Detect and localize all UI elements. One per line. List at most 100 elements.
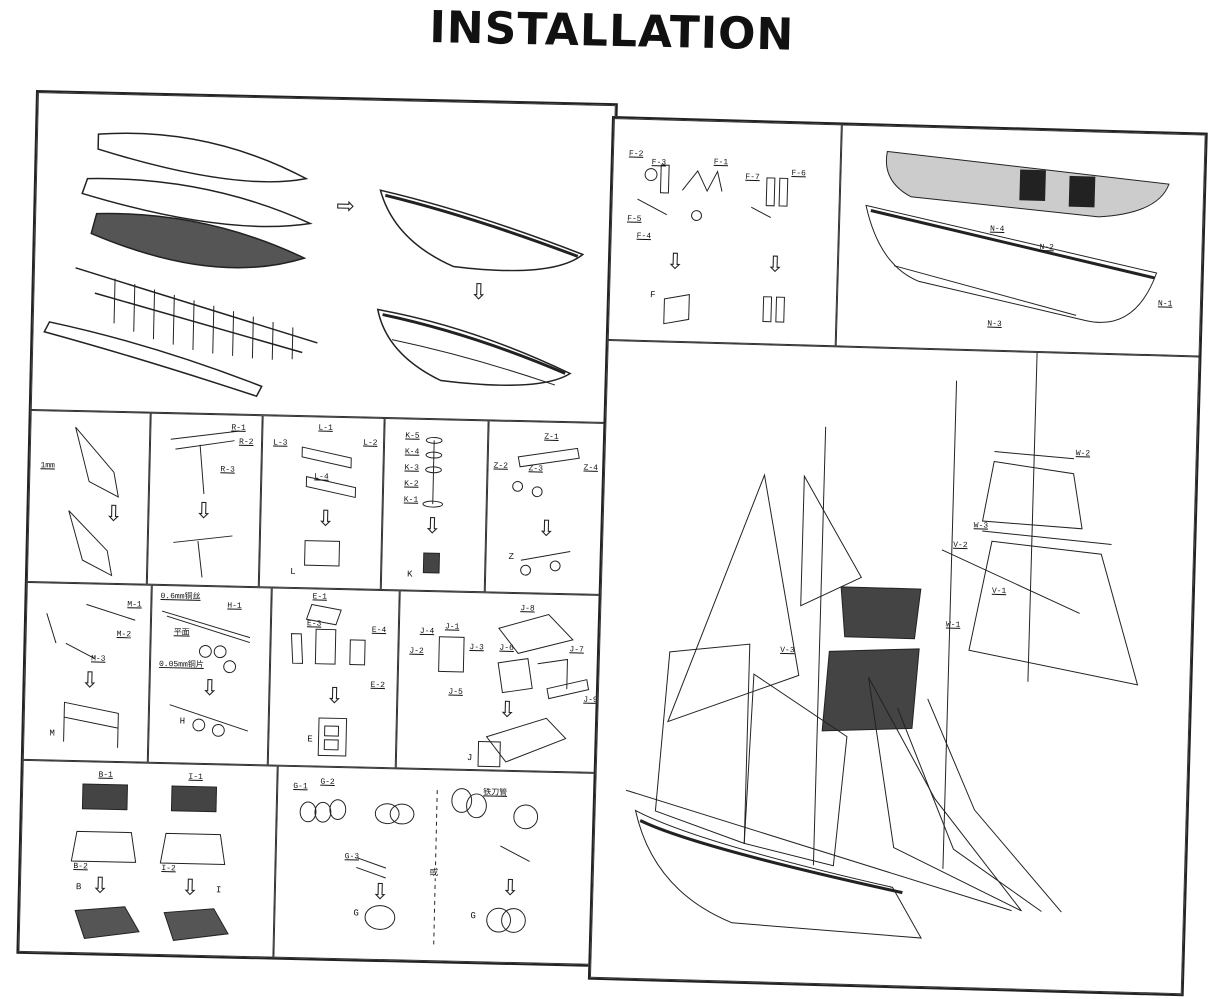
step-cell-H: 0.6mm铜丝 H-1 平面 0.05mm铜片 ⇩ H [147,584,272,766]
part-label: M-1 [127,600,142,610]
or-label: 或 [429,865,439,879]
step-cell-fittings: F-2 F-3 F-1 F-5 F-4 F-6 F-7 ⇩ ⇩ F [607,118,842,347]
part-label: Z-1 [544,432,559,442]
hull-assembly-panel: ⇨ ⇩ 1mm ⇩ R-1 R-2 R-3 ⇩ L-1 L-2 L-3 L-4 … [16,90,618,967]
part-label: K-4 [404,447,420,457]
arrow-down-icon: ⇩ [200,674,220,701]
result-label: H [179,716,186,727]
result-label: Z [508,551,515,562]
arrow-down-icon: ⇩ [316,505,336,531]
part-label: G-2 [320,777,335,787]
result-label: L [290,566,296,578]
result-label: M [49,728,55,739]
arrow-down-icon: ⇩ [194,497,214,524]
arrow-down-icon: ⇩ [325,682,345,709]
part-label: M-2 [116,629,132,640]
part-label: Z-3 [528,464,544,474]
step-cell-M: M-1 M-2 M-3 ⇩ M [22,581,152,763]
part-label: J-7 [569,645,584,655]
hull-assembly-step: ⇨ ⇩ [30,92,616,424]
part-label: N-1 [1157,299,1173,309]
part-label: V-2 [953,540,968,551]
part-label: J-3 [469,642,484,653]
part-label: N-2 [1039,242,1055,253]
part-label: N-3 [987,319,1002,329]
part-label: V-3 [780,645,795,656]
part-label: F-7 [745,172,760,183]
part-label: L-2 [362,438,378,448]
step-cell-E: E-1 E-2 E-3 E-4 ⇩ E [267,587,400,769]
result-label: G [470,911,476,922]
result-label: J [466,752,473,764]
part-label: L-4 [314,472,329,482]
arrow-down-icon: ⇩ [104,500,124,527]
part-label: F-3 [651,158,667,168]
part-label: J-4 [419,626,435,637]
part-label: 1mm [40,461,55,471]
part-label: W-1 [945,620,961,630]
part-label: V-1 [991,586,1007,597]
part-label: F-1 [713,157,729,168]
result-label: E [307,734,313,745]
part-label: 0.05mm铜片 [158,659,204,670]
part-label: J-1 [444,622,460,632]
result-label: F [649,290,656,301]
part-label: F-2 [628,149,644,159]
step-cell-rigging: W-2 W-3 W-1 V-1 V-2 V-3 [589,339,1200,995]
arrow-down-icon: ⇩ [422,512,442,539]
part-label: L-3 [272,438,288,448]
part-label: K-3 [404,463,420,473]
part-label: I-2 [161,864,176,874]
arrow-down-icon: ⇩ [665,248,685,275]
arrow-down-icon: ⇩ [765,251,785,277]
part-label: Z-2 [493,461,509,471]
step-cell-J: J-1 J-2 J-3 J-4 J-5 J-6 J-7 J-8 J-9 ⇩ J [395,590,605,773]
part-label: M-3 [91,654,106,664]
arrow-down-icon: ⇩ [180,874,200,900]
part-label: N-4 [989,224,1005,234]
arrow-right-icon: ⇨ [336,192,356,219]
ship-rigging-diagram [625,353,1139,939]
arrow-down-icon: ⇩ [80,667,100,693]
step-cell-stem: 1mm ⇩ [26,409,151,585]
part-label: L-1 [318,423,333,433]
hull-exploded-diagram [43,132,585,398]
step-cell-gratings: B-1 B-2 I-1 I-2 ⇩ ⇩ B I [18,759,278,958]
part-label: J-6 [499,643,514,653]
part-label: F-5 [627,214,642,224]
part-label: I-1 [188,772,203,782]
part-label: J-2 [409,646,424,656]
step-cell-Z: Z-1 Z-2 Z-3 Z-4 ⇩ Z [484,420,609,596]
part-label: K-5 [405,431,420,441]
part-label: W-2 [1075,449,1091,459]
part-label: E-3 [306,619,322,629]
step-cell-K: K-5 K-4 K-3 K-2 K-1 ⇩ K [380,417,489,593]
part-label: J-8 [520,604,535,614]
part-label: H-1 [227,601,242,611]
part-label: E-2 [370,680,386,691]
part-label: R-2 [238,437,254,448]
part-label: K-1 [403,495,419,505]
part-label: E-4 [371,625,387,636]
part-label: Z-4 [583,463,599,473]
part-label: R-1 [231,423,246,433]
arrow-down-icon: ⇩ [90,872,110,898]
result-label: G [353,908,359,919]
part-label: 0.6mm铜丝 [160,591,201,602]
part-label: G-1 [293,782,308,792]
part-label: G-3 [344,852,360,862]
part-label: F-4 [636,231,652,242]
part-label: B-2 [73,862,88,872]
result-label: B [75,882,82,893]
part-label: W-3 [973,521,989,531]
page-title: INSTALLATION [428,2,795,61]
part-label: K-2 [404,479,419,489]
arrow-down-icon: ⇩ [370,878,390,905]
part-label: 平面 [173,628,190,638]
arrow-down-icon: ⇩ [536,515,556,541]
step-cell-barrels: G-1 G-2 G-3 铁刀管 或 ⇩ ⇩ G G [273,765,601,965]
step-cell-deck: N-4 N-2 N-1 N-3 [835,124,1206,357]
step-cell-L: L-1 L-2 L-3 L-4 ⇩ L [258,415,385,590]
arrow-down-icon: ⇩ [469,278,489,305]
arrow-down-icon: ⇩ [497,696,517,723]
